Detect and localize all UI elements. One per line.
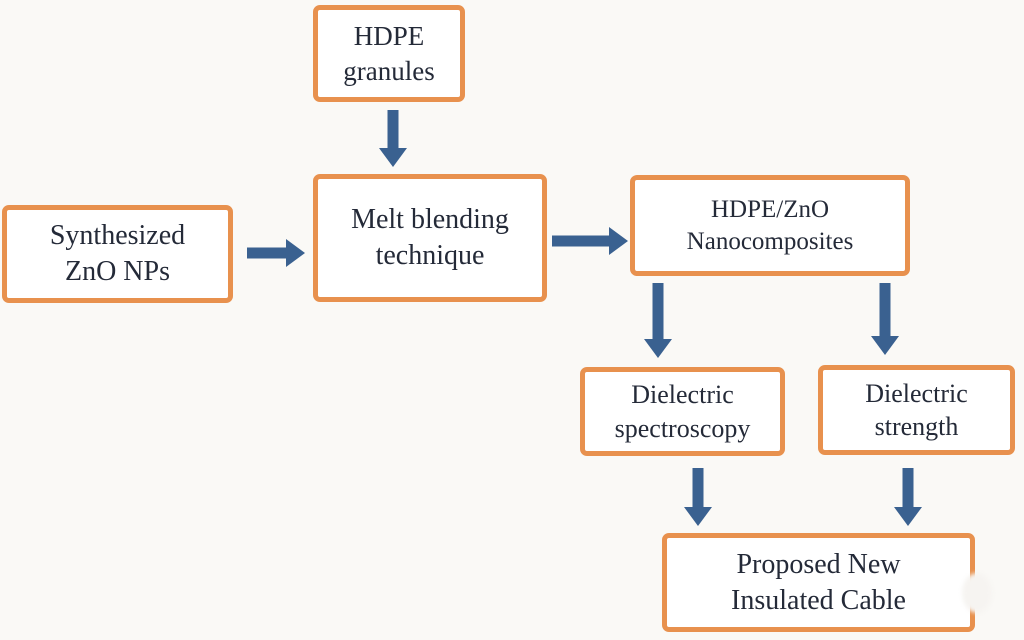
node-label-line: strength — [874, 412, 959, 441]
node-dielectric-spectroscopy: Dielectric spectroscopy — [580, 367, 785, 456]
node-label-line: technique — [375, 240, 485, 271]
node-hdpe-zno-nanocomposites: HDPE/ZnO Nanocomposites — [630, 175, 910, 276]
node-synthesized-zno-nps: Synthesized ZnO NPs — [2, 205, 233, 303]
arrow-head-right-icon — [609, 227, 628, 255]
arrow-shaft — [879, 283, 891, 338]
node-label-line: Proposed New — [736, 548, 901, 580]
node-label-line: granules — [343, 55, 435, 86]
node-label-line: HDPE/ZnO — [710, 195, 830, 223]
node-label-line: spectroscopy — [614, 413, 751, 443]
arrow-head-down-icon — [894, 507, 922, 526]
node-label-line: Synthesized — [49, 220, 186, 252]
arrow-nanocomposites-to-strength-icon — [871, 283, 899, 355]
arrow-shaft — [552, 235, 611, 247]
node-hdpe-granules: HDPE granules — [313, 5, 465, 102]
arrow-granules-to-blending-icon — [379, 110, 407, 167]
arrow-head-down-icon — [379, 148, 407, 167]
arrow-spectroscopy-to-cable-icon — [684, 468, 712, 526]
arrow-strength-to-cable-icon — [894, 468, 922, 526]
arrow-zno-to-blending-icon — [247, 239, 305, 267]
arrow-shaft — [902, 468, 914, 509]
arrow-shaft — [247, 247, 288, 259]
arrow-head-down-icon — [644, 339, 672, 358]
arrow-head-down-icon — [684, 507, 712, 526]
arrow-shaft — [387, 110, 399, 150]
node-proposed-new-insulated-cable: Proposed New Insulated Cable — [662, 533, 975, 632]
node-melt-blending-technique: Melt blending technique — [313, 174, 547, 302]
node-label-line: ZnO NPs — [64, 256, 170, 287]
arrow-head-right-icon — [286, 239, 305, 267]
node-label-line: Nanocomposites — [686, 227, 854, 255]
node-label-line: Melt blending — [351, 204, 509, 236]
node-dielectric-strength: Dielectric strength — [818, 365, 1015, 455]
arrow-shaft — [652, 283, 664, 341]
node-label-line: Dielectric — [865, 378, 968, 408]
watermark-smudge — [962, 573, 992, 613]
arrow-nanocomposites-to-spectroscopy-icon — [644, 283, 672, 358]
arrow-blending-to-nanocomposites-icon — [552, 227, 628, 255]
node-label-line: Insulated Cable — [731, 584, 906, 616]
node-label-line: HDPE — [353, 20, 425, 51]
node-label-line: Dielectric — [631, 380, 734, 410]
arrow-shaft — [692, 468, 704, 509]
arrow-head-down-icon — [871, 336, 899, 355]
